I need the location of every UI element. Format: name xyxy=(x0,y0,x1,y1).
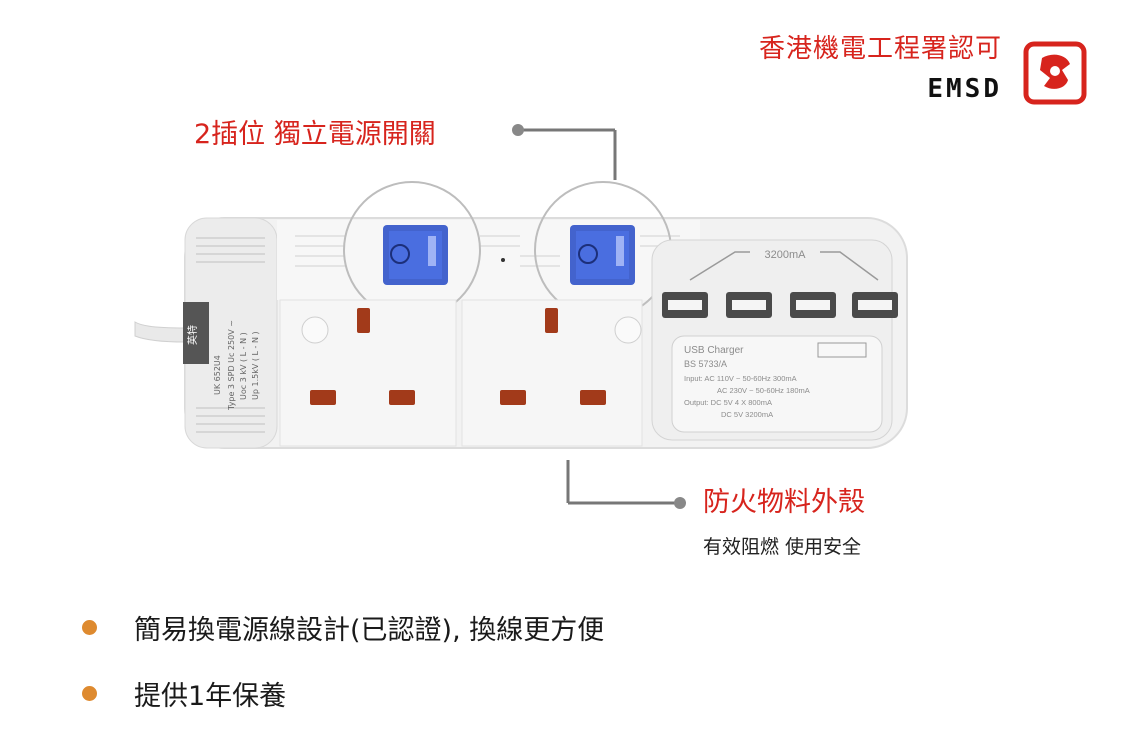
usb-spec-line3: Input: AC 110V ~ 50-60Hz 300mA xyxy=(684,374,797,383)
brand-cn: 英特 xyxy=(186,325,199,345)
end-cap-ridges xyxy=(196,237,265,433)
type-text: Type 3 SPD Uc 250V ~ xyxy=(227,320,236,411)
usb-spec-line5: Output: DC 5V 4 X 800mA xyxy=(684,398,772,407)
certification-title: 香港機電工程署認可 xyxy=(758,34,1002,64)
socket-pin-holes xyxy=(310,308,606,405)
usb-symbol-icon xyxy=(817,342,867,358)
emsd-logo-icon xyxy=(1023,41,1087,105)
usb-spec-line4: AC 230V ~ 50-60Hz 180mA xyxy=(717,386,810,395)
callout-connector-top xyxy=(518,128,617,180)
usb-rating-label: 3200mA xyxy=(765,249,807,261)
power-cable xyxy=(134,321,186,343)
usb-spec-line6: DC 5V 3200mA xyxy=(721,410,773,419)
callout-connector-bottom xyxy=(566,460,680,505)
certification-code: EMSD xyxy=(927,74,1002,104)
model-text: UK 652U4 xyxy=(213,355,222,395)
list-item-text: 簡易換電源線設計(已認證), 換線更方便 xyxy=(134,615,605,646)
housing-callout-title: 防火物料外殼 xyxy=(703,487,865,518)
uoc-text: Uoc 3 kV ( L - N ) xyxy=(239,332,248,400)
usb-spec-line1: USB Charger xyxy=(684,345,744,356)
switch-callout: 2插位 獨立電源開關 xyxy=(194,119,436,150)
usb-spec-line2: BS 5733/A xyxy=(684,359,727,369)
housing-callout-subtitle: 有效阻燃 使用安全 xyxy=(703,536,862,558)
bullet-dot-icon xyxy=(82,686,97,701)
list-item-text: 提供1年保養 xyxy=(134,681,287,712)
bullet-dot-icon xyxy=(82,620,97,635)
up-text: Up 1.5kV ( L - N ) xyxy=(251,331,260,400)
brand-logo-icon xyxy=(183,302,209,364)
switch-panel xyxy=(277,220,700,300)
